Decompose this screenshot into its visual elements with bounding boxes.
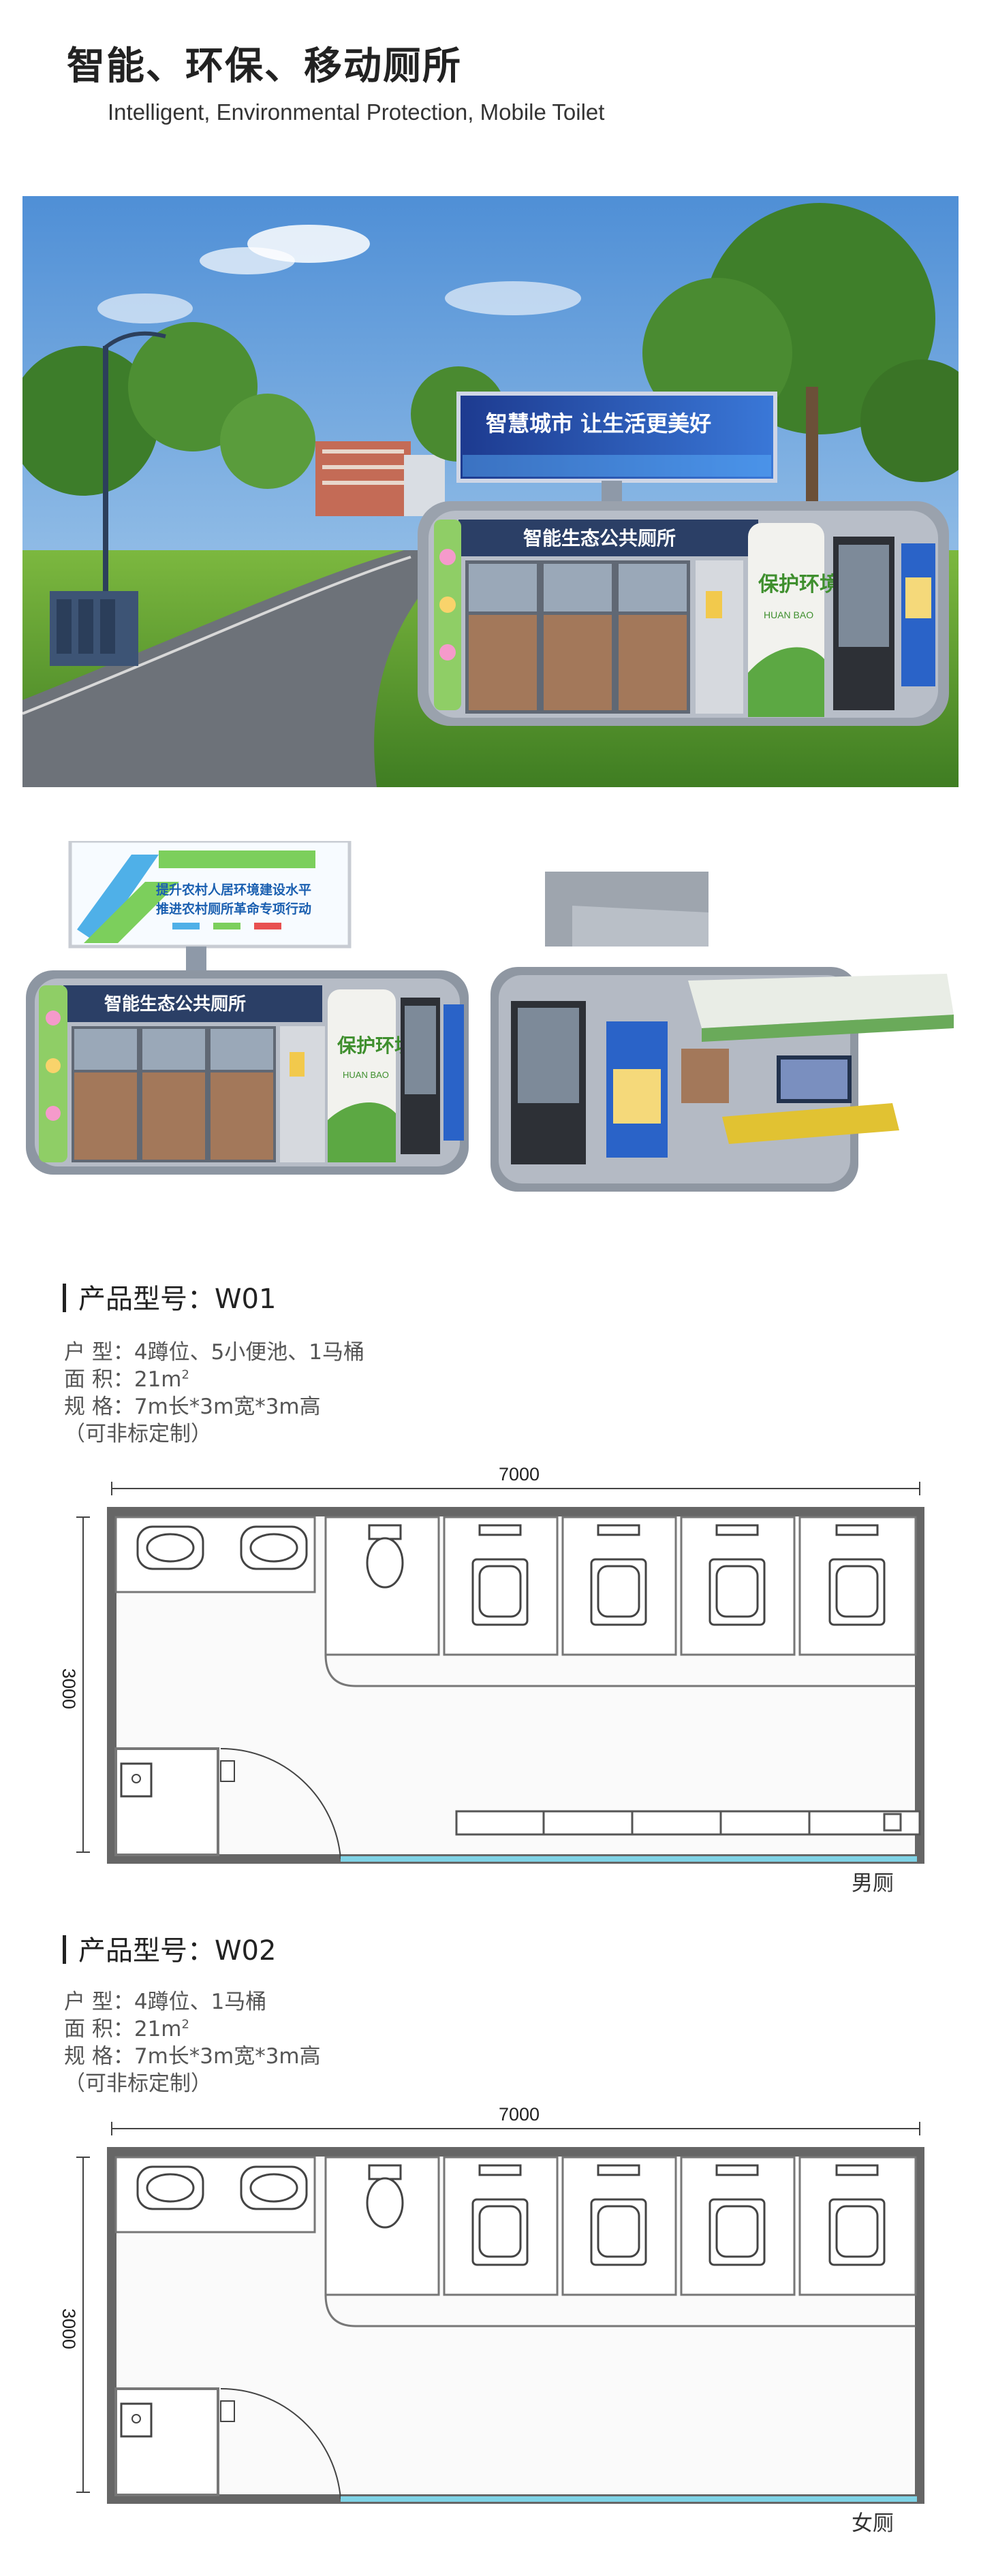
title-accent-bar — [63, 1284, 66, 1312]
model-w02-custom-note: （可非标定制） — [64, 2071, 212, 2096]
render1-billboard-line-2: 推进农村厕所革命专项行动 — [156, 901, 311, 917]
model-w02-title: 产品型号：W02 — [78, 1935, 277, 1967]
render1-side-panel-en: HUAN BAO — [343, 1070, 389, 1080]
page-subtitle: Intelligent, Environmental Protection, M… — [108, 99, 605, 125]
model-w01-area: 面 积：21m2 — [64, 1367, 189, 1392]
model-w01-size: 规 格：7m长*3m宽*3m高 — [64, 1395, 321, 1419]
model-w01-floor-plan: 7000 3000 男厕 — [59, 1464, 941, 1900]
hero-side-panel: 保护环境 — [758, 573, 840, 597]
model-w02-title-row: 产品型号：W02 — [63, 1928, 276, 1968]
model-w02-height-dim: 3000 — [59, 2308, 79, 2350]
title-accent-bar — [63, 1935, 66, 1964]
hero-photo: 智慧城市 让生活更美好 智能生态公共厕所 保护环境 HUAN BAO — [22, 196, 959, 787]
model-w02-area: 面 积：21m2 — [64, 2017, 189, 2041]
hero-side-panel-en: HUAN BAO — [764, 609, 813, 620]
model-w02-plan-label: 女厕 — [852, 2511, 894, 2536]
model-w02-type: 户 型：4蹲位、1马桶 — [64, 1990, 267, 2014]
model-w02-size: 规 格：7m长*3m宽*3m高 — [64, 2044, 321, 2069]
model-w01-type: 户 型：4蹲位、5小便池、1马桶 — [64, 1340, 365, 1365]
hero-billboard-text: 智慧城市 让生活更美好 — [486, 411, 711, 436]
render1-billboard-line-1: 提升农村人居环境建设水平 — [156, 882, 311, 897]
page-title: 智能、环保、移动厕所 — [67, 44, 462, 89]
render1-kiosk-sign: 智能生态公共厕所 — [104, 993, 246, 1015]
model-w02-width-dim: 7000 — [499, 2104, 540, 2125]
model-w01-custom-note: （可非标定制） — [64, 1422, 212, 1446]
kiosk-render-front: 提升农村人居环境建设水平 推进农村厕所革命专项行动 智能生态公共厕所 保护环境 … — [22, 841, 480, 1212]
model-w02-floor-plan: 7000 3000 女厕 — [59, 2104, 941, 2540]
model-w01-plan-label: 男厕 — [852, 1871, 894, 1896]
model-w01-height-dim: 3000 — [59, 1668, 79, 1710]
hero-kiosk-sign: 智能生态公共厕所 — [523, 527, 676, 550]
model-w01-title-row: 产品型号：W01 — [63, 1277, 276, 1316]
kiosk-render-side — [484, 872, 961, 1212]
model-w01-width-dim: 7000 — [499, 1464, 540, 1484]
model-w01-title: 产品型号：W01 — [78, 1284, 277, 1315]
